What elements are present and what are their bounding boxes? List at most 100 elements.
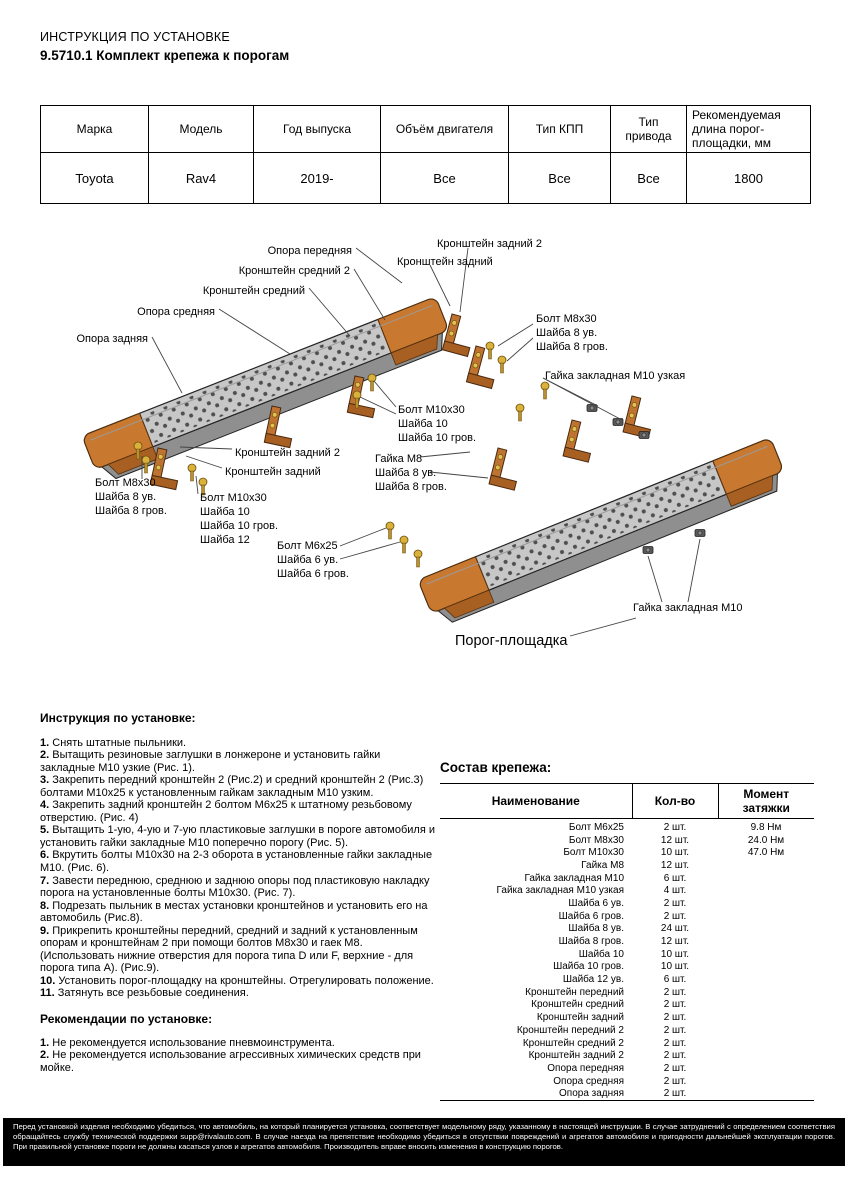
bolt-icon (413, 549, 423, 568)
label-gayka-zakladnaya-uzkaya: Гайка закладная М10 узкая (545, 370, 685, 382)
parts-header-qty: Кол-во (631, 783, 719, 819)
bracket-middle2-icon (562, 419, 598, 463)
label-shayba-8grov: Шайба 8 гров. (536, 341, 608, 353)
instructions-title: Инструкция по установке: (40, 711, 196, 725)
parts-title: Состав крепежа: (440, 760, 552, 775)
hardware-kit: Состав крепежа: Наименование Кол-во Моме… (440, 760, 814, 1102)
label-kronshteyn-zadniy: Кронштейн задний (225, 466, 321, 478)
bolt-icon (515, 403, 525, 422)
spec-header-marka: Марка (40, 105, 149, 153)
parts-header-name: Наименование (440, 783, 632, 819)
bolt-icon (540, 381, 550, 400)
recommendation-item: 2. Не рекомендуется использование агресс… (40, 1049, 421, 1074)
parts-row: Шайба 6 гров.2 шт. (558, 910, 687, 922)
label-opora-perednyaya: Опора передняя (268, 245, 352, 257)
nut-icon (642, 546, 654, 554)
parts-row: Шайба 6 ув.2 шт. (568, 897, 687, 909)
spec-header-drive: Тип привода (610, 105, 687, 153)
label-bolt-m8x30: Болт М8х30 (536, 313, 597, 325)
bolt-icon (485, 341, 495, 360)
instruction-step: 5. Вытащить 1-ую, 4-ую и 7-ую пластиковы… (40, 824, 436, 849)
label-shayba-12: Шайба 12 (200, 534, 250, 546)
parts-table: Наименование Кол-во Момент затяжки Болт … (440, 783, 814, 1102)
bolt-icon (385, 521, 395, 540)
label-shayba-6uv: Шайба 6 ув. (277, 554, 338, 566)
label-kronshteyn-sredniy-2: Кронштейн средний 2 (239, 265, 350, 277)
label-shayba-10: Шайба 10 (200, 506, 250, 518)
spec-value-length: 1800 (686, 152, 811, 204)
spec-value-year: 2019- (253, 152, 381, 204)
parts-row: Шайба 12 ув.6 шт. (562, 974, 687, 986)
diagram-svg: Опора передняя Кронштейн задний 2 Кроншт… (77, 238, 791, 649)
parts-row: Шайба 8 ув.24 шт. (568, 923, 690, 935)
parts-header-row: Наименование Кол-во Момент затяжки (440, 783, 814, 819)
label-bolt-m6x25: Болт М6х25 (277, 540, 338, 552)
instruction-step: 11. Затянуть все резьбовые соединения. (40, 987, 249, 1000)
label-shayba-8grov: Шайба 8 гров. (95, 505, 167, 517)
parts-row: Шайба 8 гров.12 шт. (558, 936, 690, 948)
instruction-step: 6. Вкрутить болты М10х30 на 2-3 оборота … (40, 849, 433, 874)
document-header: ИНСТРУКЦИЯ ПО УСТАНОВКЕ 9.5710.1 Комплек… (40, 30, 289, 63)
recommendations-title: Рекомендации по установке: (40, 1011, 213, 1026)
label-opora-srednyaya: Опора средняя (137, 306, 215, 318)
instruction-step: 2. Вытащить резиновые заглушки в лонжеро… (40, 749, 381, 774)
spec-value-model: Rav4 (148, 152, 254, 204)
label-kronshteyn-zadniy: Кронштейн задний (397, 256, 493, 268)
vehicle-spec-table: Марка Модель Год выпуска Объём двигателя… (40, 105, 811, 204)
bracket2-rear-icon (441, 313, 478, 357)
spec-header-engine: Объём двигателя (380, 105, 509, 153)
spec-header-length: Рекомендуемая длина порог-площадки, мм (686, 105, 811, 153)
nut-icon (638, 431, 650, 439)
parts-header-torque: Момент затяжки (718, 783, 814, 819)
instruction-step: 10. Установить порог-площадку на кронште… (40, 974, 434, 987)
instruction-step: 7. Завести переднюю, среднюю и заднюю оп… (40, 874, 430, 900)
label-shayba-10: Шайба 10 (398, 418, 448, 430)
spec-value-engine: Все (380, 152, 509, 204)
label-bolt-m10x30: Болт М10х30 (200, 492, 267, 504)
legal-footer: Перед установкой изделия необходимо убед… (3, 1118, 845, 1166)
spec-header-model: Модель (148, 105, 254, 153)
doc-title: ИНСТРУКЦИЯ ПО УСТАНОВКЕ (40, 30, 230, 44)
instruction-step: 1. Снять штатные пыльники. (40, 736, 187, 749)
leader-lines (141, 247, 701, 637)
bolt-icon (187, 463, 197, 482)
spec-header-year: Год выпуска (253, 105, 381, 153)
bolt-icon (399, 535, 409, 554)
label-kronshteyn-zadniy-2: Кронштейн задний 2 (437, 238, 542, 250)
instruction-step: 3. Закрепить передний кронштейн 2 (Рис.2… (40, 774, 424, 799)
label-porog-ploshchadka: Порог-площадка (455, 633, 568, 649)
bracket-rear2-icon (488, 447, 524, 491)
spec-value-drive: Все (610, 152, 687, 204)
label-shayba-8uv: Шайба 8 ув. (536, 327, 597, 339)
label-opora-zadnyaya: Опора задняя (77, 333, 149, 345)
label-shayba-8grov: Шайба 8 гров. (375, 481, 447, 493)
instruction-step: 4. Закрепить задний кронштейн 2 болтом М… (40, 799, 412, 824)
label-shayba-8uv: Шайба 8 ув. (95, 491, 156, 503)
instruction-step: 8. Подрезать пыльник в местах установки … (40, 899, 428, 925)
diagram-labels: Опора передняя Кронштейн задний 2 Кроншт… (77, 238, 743, 649)
label-kronshteyn-zadniy-2: Кронштейн задний 2 (235, 447, 340, 459)
recommendations: Рекомендации по установке: 1. Не рекомен… (40, 1011, 436, 1074)
spec-value-marka: Toyota (40, 152, 149, 204)
installation-instructions: Инструкция по установке: 1. Снять штатны… (40, 711, 436, 1074)
instruction-step: 9. Прикрепить кронштейны передний, средн… (40, 924, 418, 975)
label-gayka-m8: Гайка М8 (375, 453, 422, 465)
label-bolt-m10x30: Болт М10х30 (398, 404, 465, 416)
running-board-right (417, 437, 791, 629)
label-shayba-10grov: Шайба 10 гров. (398, 432, 476, 444)
parts-row: Шайба 10 гров.10 шт. (553, 961, 690, 973)
